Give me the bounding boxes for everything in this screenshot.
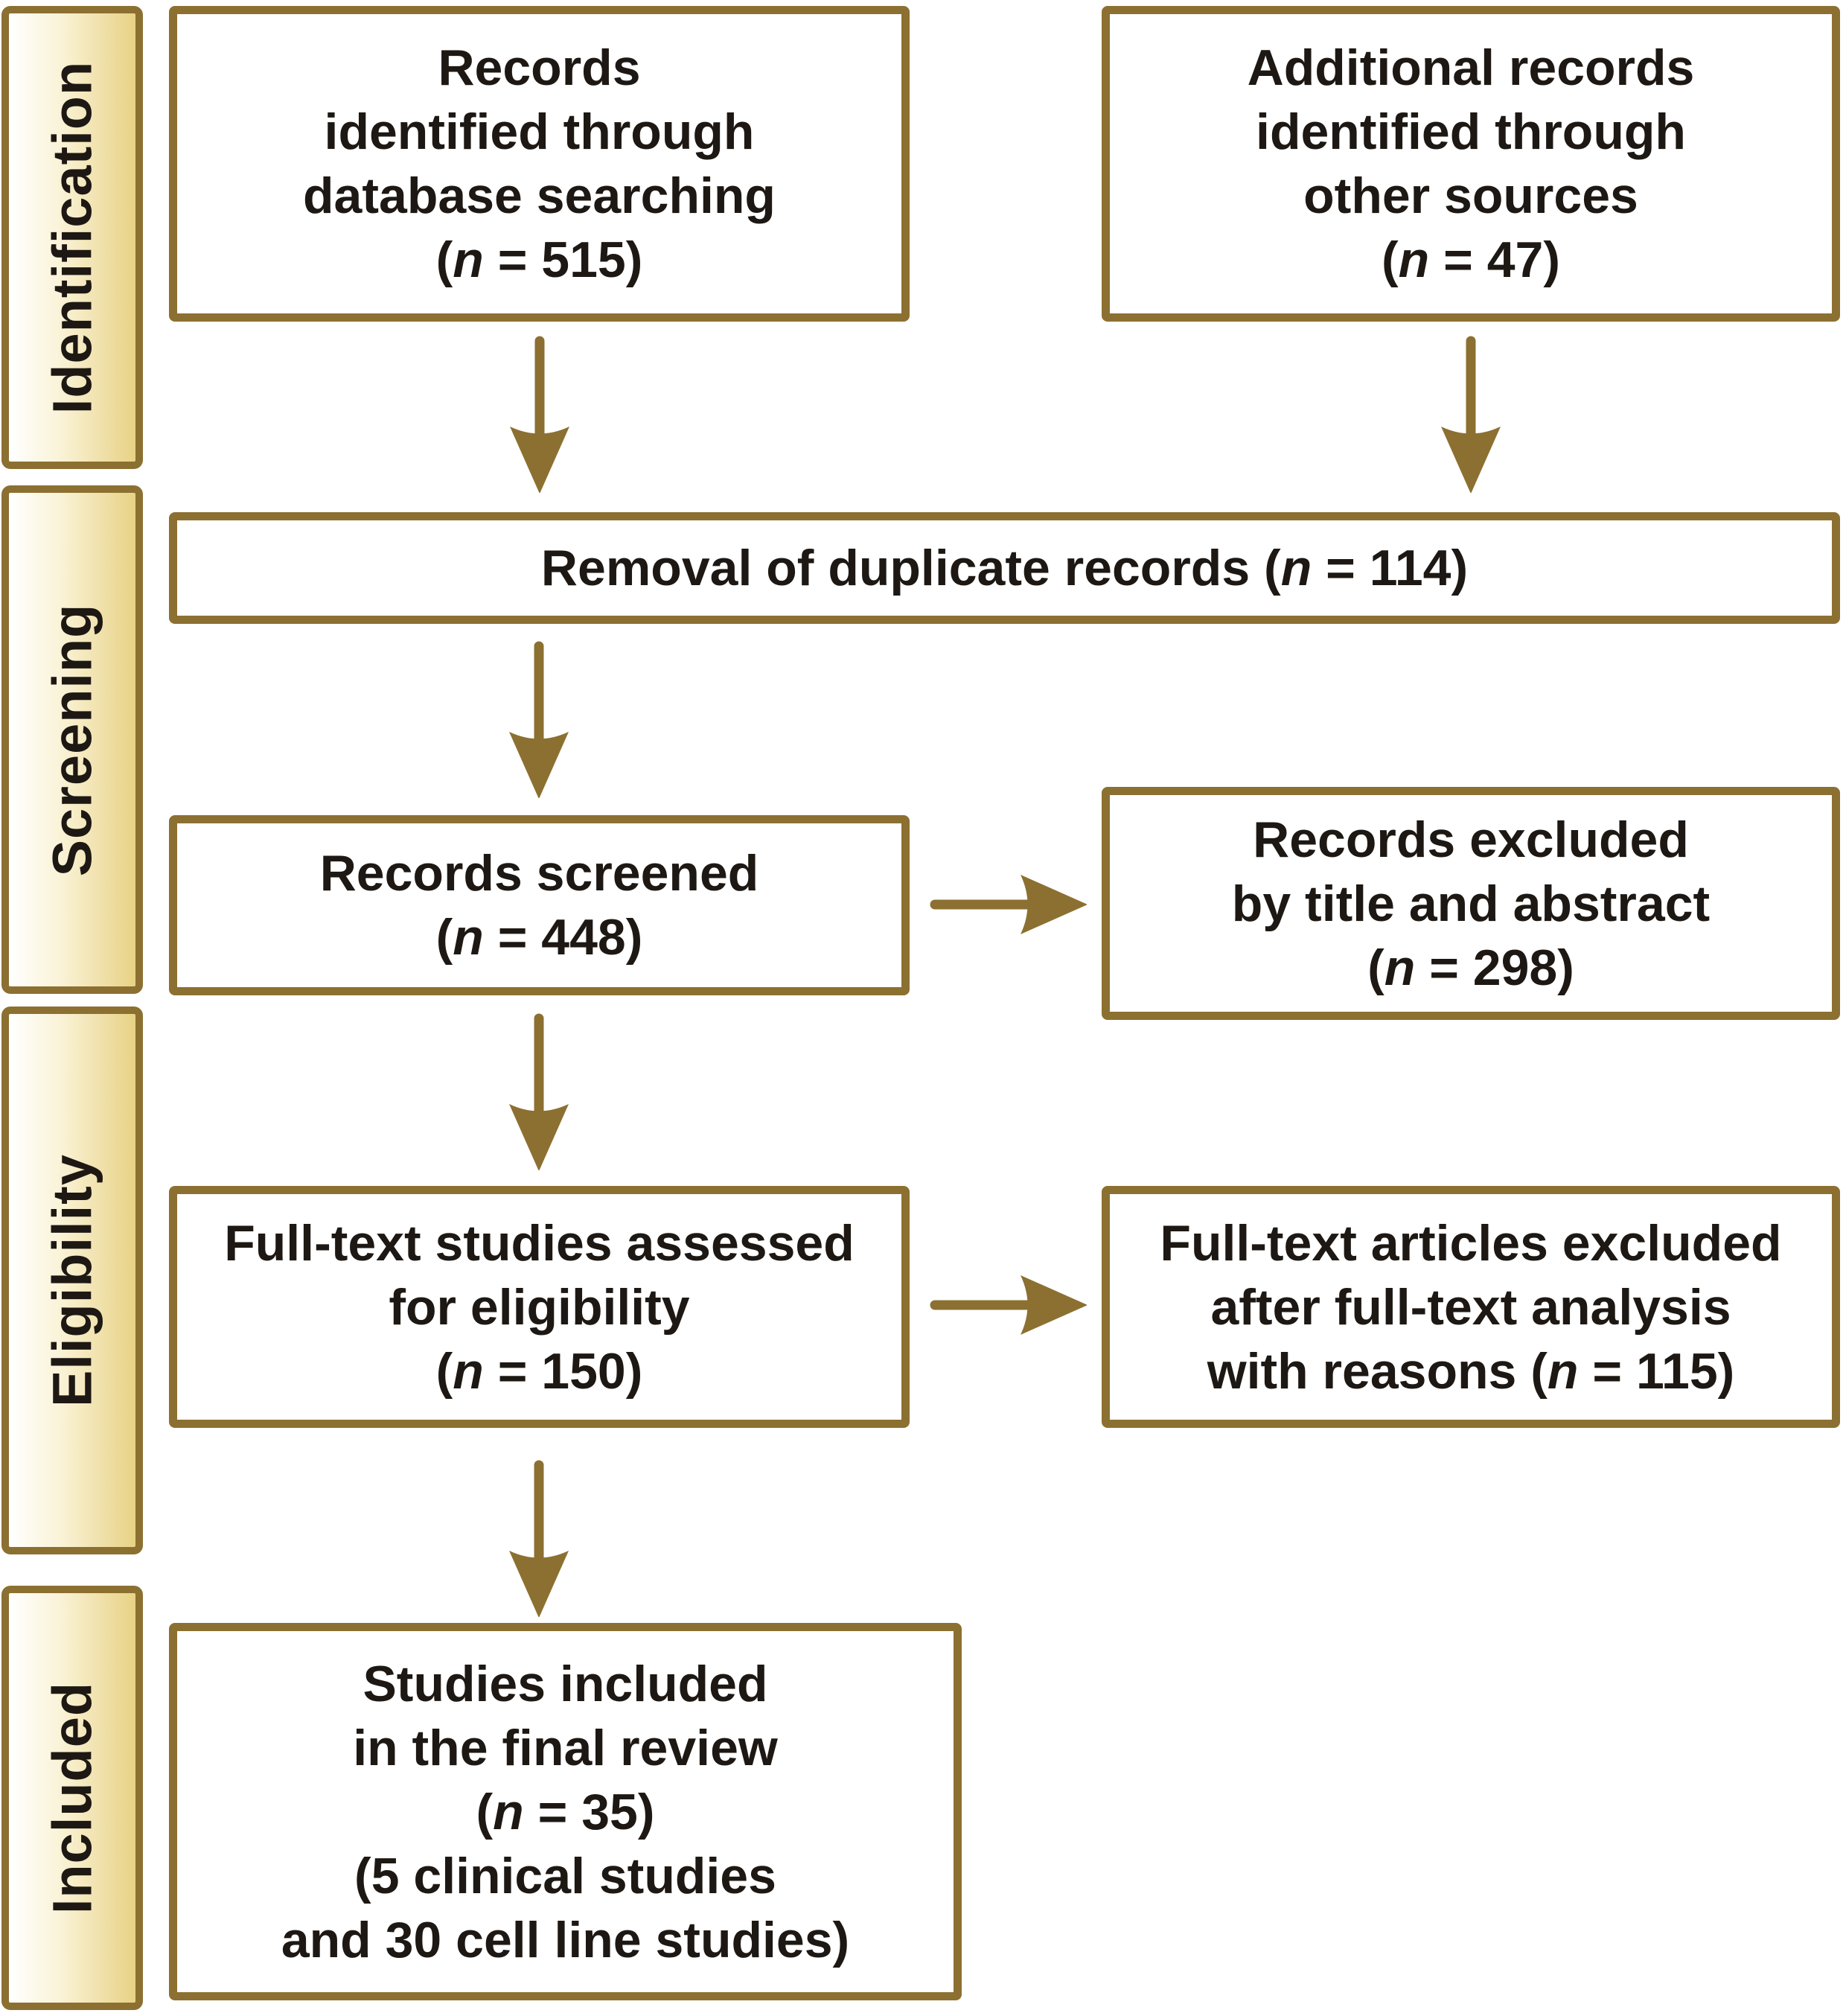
box-duplicates-removed: Removal of duplicate records (n = 114) [169,512,1840,624]
arrow-right-records-excluded [930,875,1087,934]
arrow-down-additional-records [1441,336,1501,493]
arrow-right-fulltext-excluded [930,1275,1087,1335]
stage-screening: Screening [1,485,143,994]
stage-included: Included [1,1586,143,2010]
arrow-down-records-identified [510,336,569,493]
arrow-down-fulltext-assessed [509,1460,569,1617]
stage-identification: Identification [1,6,143,469]
box-records-excluded: Records excluded by title and abstract (… [1102,787,1840,1020]
box-additional-records: Additional records identified through ot… [1102,6,1840,322]
stage-included-label: Included [41,1681,103,1915]
box-fulltext-excluded: Full-text articles excluded after full-t… [1102,1186,1840,1428]
box-records-identified: Records identified through database sear… [169,6,910,322]
arrow-down-records-screened [509,1013,569,1170]
box-studies-included: Studies included in the final review (n … [169,1623,962,2000]
stage-eligibility-label: Eligibility [41,1154,103,1407]
box-fulltext-assessed: Full-text studies assessed for eligibili… [169,1186,910,1428]
arrow-down-duplicates-removed [509,641,569,798]
box-records-screened: Records screened (n = 448) [169,815,910,995]
stage-eligibility: Eligibility [1,1007,143,1554]
stage-identification-label: Identification [41,60,103,415]
stage-screening-label: Screening [41,603,103,876]
